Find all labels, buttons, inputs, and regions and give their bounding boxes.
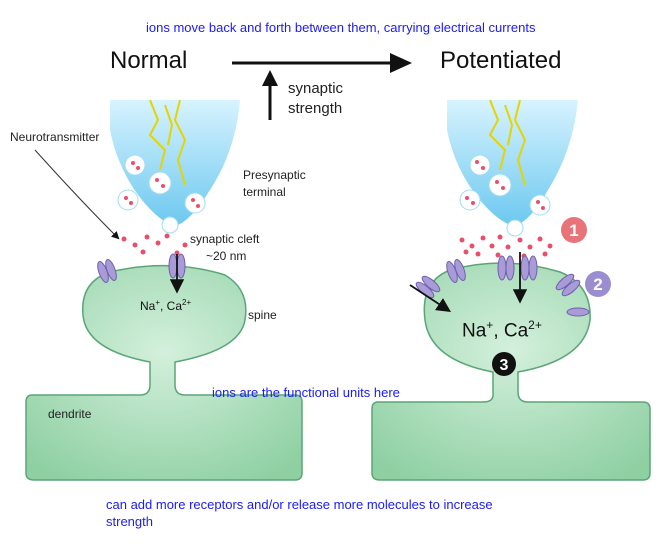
note-bottom-line2: strength [106, 514, 153, 529]
marker-2 [585, 271, 611, 297]
process-arrow [232, 53, 412, 73]
marker-2-label: 2 [593, 275, 602, 294]
label-dendrite: dendrite [48, 407, 92, 421]
label-strength: strength [288, 100, 343, 117]
marker-3-label: 3 [500, 357, 509, 374]
heading-potentiated: Potentiated [440, 47, 562, 74]
note-middle: ions are the functional units here [212, 385, 400, 400]
label-cleft-size: ~20 nm [206, 249, 247, 263]
marker-3 [492, 352, 516, 376]
right-receptors [415, 255, 590, 317]
label-spine: spine [248, 308, 277, 322]
marker-1 [561, 217, 587, 243]
left-neurotransmitter-dots [121, 233, 188, 256]
label-synaptic-cleft: synaptic cleft [190, 232, 260, 246]
left-receptors [97, 253, 186, 283]
right-vesicles [459, 154, 551, 237]
left-presynaptic-terminal [110, 99, 240, 234]
right-ion-arrow-side [409, 284, 452, 312]
label-neurotransmitter: Neurotransmitter [10, 130, 100, 144]
left-ion-ca-charge: 2+ [182, 298, 192, 307]
right-ion-ca: , Ca [493, 320, 529, 342]
right-ion-ca-charge: 2+ [528, 318, 542, 332]
left-ion-na-charge: + [155, 298, 161, 307]
note-top: ions move back and forth between them, c… [146, 20, 536, 35]
right-ion-label: Na+, Ca2+ [462, 318, 542, 342]
label-terminal: terminal [243, 185, 286, 199]
heading-normal: Normal [110, 47, 188, 74]
label-presynaptic: Presynaptic [243, 168, 306, 182]
left-vesicles [117, 154, 206, 234]
up-arrow [262, 70, 278, 120]
left-ion-ca: , Ca [160, 299, 183, 313]
neurotransmitter-pointer [34, 149, 120, 240]
left-ion-label: Na+, Ca2+ [140, 298, 191, 313]
marker-1-label: 1 [569, 221, 578, 240]
left-ion-na: Na [140, 299, 156, 313]
right-ion-na-charge: + [486, 318, 494, 332]
right-ion-na: Na [462, 320, 487, 342]
right-presynaptic-terminal [447, 99, 578, 237]
note-bottom-line1: can add more receptors and/or release mo… [106, 497, 493, 512]
right-neurotransmitter-dots [459, 234, 553, 259]
label-synaptic: synaptic [288, 80, 344, 97]
